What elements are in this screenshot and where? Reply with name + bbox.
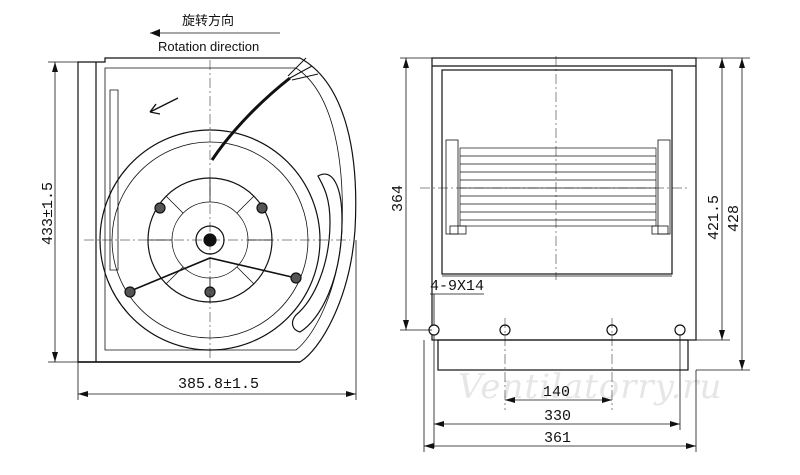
side-height-dimension-1: 421.5	[696, 57, 730, 341]
housing-rotation-arrow	[149, 97, 179, 115]
front-width-label: 385.8±1.5	[178, 376, 259, 393]
cable	[210, 76, 291, 161]
rotation-label-en: Rotation direction	[158, 39, 259, 54]
mounting-holes	[428, 324, 686, 336]
front-width-dimension: 385.8±1.5	[77, 240, 357, 400]
bearing-blocks	[445, 139, 671, 235]
housing-inner-outline	[104, 67, 343, 351]
hole-spacing-label-1: 140	[543, 384, 570, 401]
hole-spec-label: 4-9X14	[430, 278, 484, 295]
side-view	[420, 56, 697, 410]
side-outlet	[437, 339, 689, 371]
outlet-cutout	[109, 89, 119, 271]
front-height-dimension: 433±1.5	[40, 61, 78, 363]
overall-width-dimension: 361	[423, 340, 697, 452]
hole-spacing-dimension-1: 140	[505, 384, 612, 403]
side-height-label-1: 421.5	[706, 195, 723, 240]
side-height-dimension-2: 428	[696, 57, 750, 371]
housing-outline	[77, 57, 357, 363]
impeller-blades	[459, 147, 657, 227]
rotation-arrow-head	[150, 29, 160, 37]
side-inner-height-label: 364	[390, 185, 407, 212]
side-inner-height-dimension: 364	[390, 57, 432, 331]
front-view	[77, 57, 357, 363]
scroll-slot	[291, 173, 343, 333]
rotation-label-cn: 旋转方向	[182, 13, 234, 28]
overall-width-label: 361	[544, 430, 571, 447]
centerlines	[84, 60, 350, 360]
watermark: Ventilatorry.ru	[458, 367, 722, 407]
side-housing-outer	[431, 57, 697, 341]
hole-spacing-dimension-2: 330	[433, 335, 681, 448]
side-height-label-2: 428	[726, 205, 743, 232]
hole-spec: 4-9X14	[430, 278, 484, 325]
side-scroll-box	[441, 69, 673, 275]
rotation-annotation: 旋转方向 Rotation direction	[150, 13, 280, 54]
side-centerlines	[420, 56, 690, 410]
front-height-label: 433±1.5	[40, 182, 57, 245]
cable-leads	[287, 57, 319, 81]
hole-spacing-label-2: 330	[544, 408, 571, 425]
